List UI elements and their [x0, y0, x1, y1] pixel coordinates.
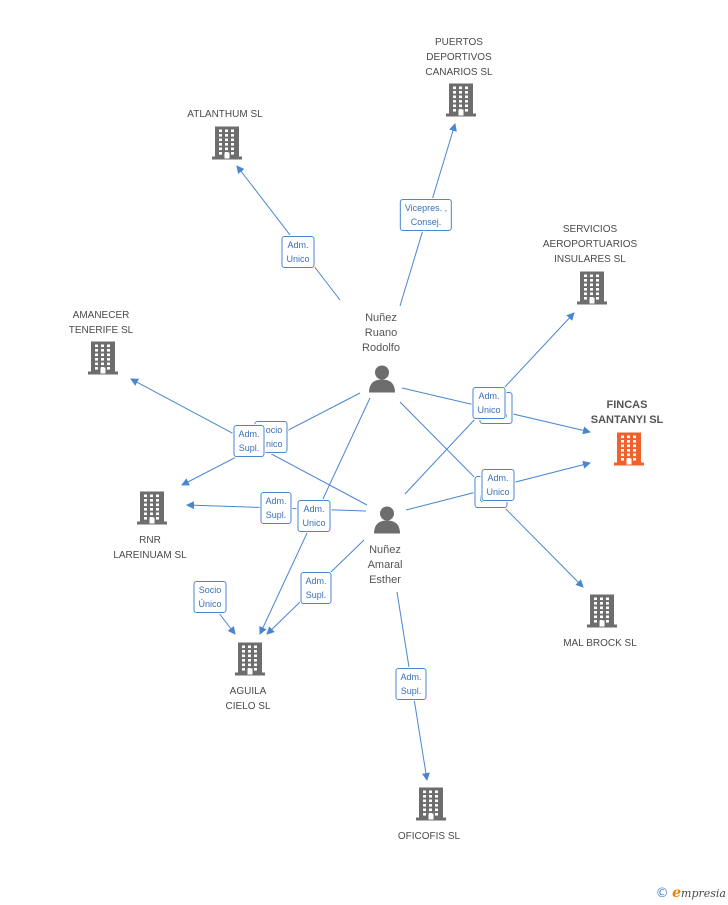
- brand-name: mpresia: [681, 887, 726, 900]
- node-label-rnr[interactable]: RNR LAREINUAM SL: [113, 535, 187, 561]
- edge-label-esther-to-oficofis[interactable]: Adm. Supl.: [395, 668, 427, 700]
- edge-label-rodolfo-to-aguila[interactable]: Adm. Unico: [297, 500, 331, 532]
- node-label-aguila[interactable]: AGUILA CIELO SL: [225, 686, 271, 712]
- node-label-oficofis[interactable]: OFICOFIS SL: [397, 831, 461, 842]
- node-label-atlanthum[interactable]: ATLANTHUM SL: [187, 109, 263, 120]
- edge-label-rnr-to-aguila[interactable]: Socio Único: [193, 581, 227, 613]
- edge-label-esther-to-fincas[interactable]: Adm. Unico: [481, 469, 515, 501]
- node-label-amanecer[interactable]: AMANECER TENERIFE SL: [68, 310, 134, 336]
- building-icon[interactable]: [585, 593, 619, 634]
- building-icon[interactable]: [575, 270, 609, 311]
- building-icon[interactable]: [444, 82, 478, 123]
- edge-label-esther-to-aguila[interactable]: Adm. Supl.: [300, 572, 332, 604]
- edge-label-rodolfo-to-puertos[interactable]: Vicepres. , Consej.: [399, 199, 453, 231]
- building-icon[interactable]: [86, 340, 120, 381]
- edge-label-esther-to-amanecer[interactable]: Adm. Supl.: [233, 425, 265, 457]
- node-label-fincas[interactable]: FINCAS SANTANYI SL: [590, 399, 664, 426]
- person-icon[interactable]: [372, 505, 402, 540]
- building-icon[interactable]: [233, 641, 267, 682]
- person-icon[interactable]: [367, 364, 397, 399]
- brand-initial: e: [672, 885, 682, 901]
- node-label-puertos[interactable]: PUERTOS DEPORTIVOS CANARIOS SL: [425, 37, 493, 78]
- building-icon[interactable]: [210, 125, 244, 166]
- edge-label-esther-to-rnr[interactable]: Adm. Supl.: [260, 492, 292, 524]
- node-label-servicios[interactable]: SERVICIOS AEROPORTUARIOS INSULARES SL: [542, 224, 638, 265]
- edge-rodolfo-to-atlanthum: [236, 165, 341, 301]
- copyright-symbol: ©: [655, 886, 669, 901]
- footer-brand: © empresia: [656, 885, 726, 901]
- building-icon[interactable]: [135, 490, 169, 531]
- edge-label-rodolfo-to-atlanthum[interactable]: Adm. Unico: [281, 236, 315, 268]
- node-label-malbrock[interactable]: MAL BROCK SL: [563, 638, 637, 649]
- node-label-esther[interactable]: Nuñez Amaral Esther: [367, 544, 403, 586]
- building-icon[interactable]: [612, 431, 646, 472]
- building-icon[interactable]: [414, 786, 448, 827]
- edge-label-esther-to-servicios[interactable]: Adm. Unico: [472, 387, 506, 419]
- node-label-rodolfo[interactable]: Nuñez Ruano Rodolfo: [362, 312, 400, 354]
